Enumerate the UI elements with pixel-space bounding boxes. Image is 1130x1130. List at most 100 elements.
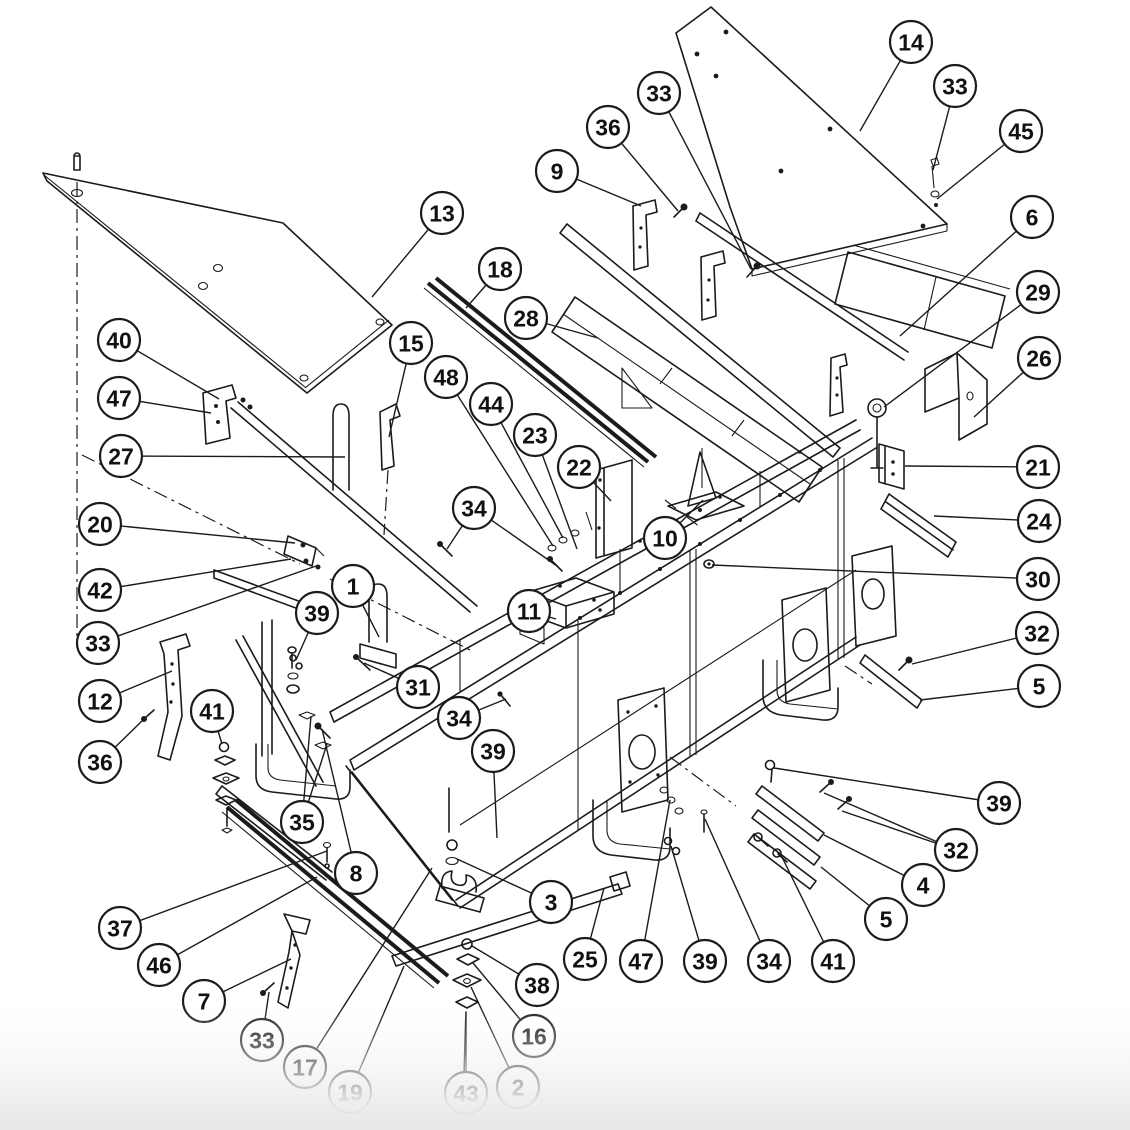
- svg-text:47: 47: [628, 948, 654, 974]
- svg-text:4: 4: [917, 872, 930, 898]
- svg-text:1: 1: [347, 573, 360, 599]
- svg-text:32: 32: [1024, 620, 1050, 646]
- svg-text:33: 33: [646, 80, 672, 106]
- bottom-fade-overlay: [0, 1005, 1130, 1130]
- svg-text:32: 32: [943, 837, 969, 863]
- svg-text:34: 34: [446, 705, 472, 731]
- svg-text:22: 22: [566, 454, 592, 480]
- callout-balloon-45: 45: [998, 108, 1044, 154]
- leader-lines: [97, 41, 1040, 1093]
- svg-text:5: 5: [880, 906, 893, 932]
- dark-angle-rail-18: [423, 276, 658, 468]
- callout-balloon-42: 42: [77, 567, 123, 613]
- svg-text:15: 15: [398, 330, 424, 356]
- svg-text:47: 47: [106, 385, 132, 411]
- leader-line-34: [704, 818, 770, 962]
- callout-balloon-3: 3: [528, 879, 574, 925]
- callout-balloon-29: 29: [1015, 269, 1061, 315]
- leader-line-48: [445, 376, 554, 547]
- svg-text:42: 42: [87, 577, 113, 603]
- svg-text:46: 46: [146, 952, 172, 978]
- svg-text:45: 45: [1008, 118, 1034, 144]
- svg-text:31: 31: [405, 674, 431, 700]
- hopper-box: [695, 212, 1011, 417]
- callout-balloon-14: 14: [888, 19, 934, 65]
- svg-text:8: 8: [350, 860, 363, 886]
- callout-balloon-24: 24: [1016, 498, 1062, 544]
- svg-text:10: 10: [652, 525, 678, 551]
- callout-balloon-34: 34: [451, 485, 497, 531]
- svg-text:40: 40: [106, 327, 132, 353]
- svg-text:38: 38: [524, 972, 550, 998]
- svg-text:28: 28: [513, 305, 539, 331]
- leader-line-27: [120, 455, 346, 458]
- callout-balloon-5: 5: [1016, 663, 1062, 709]
- leader-line-21: [904, 465, 1039, 468]
- svg-text:34: 34: [756, 948, 782, 974]
- callout-balloon-22: 22: [556, 444, 602, 490]
- callout-balloon-34: 34: [746, 938, 792, 984]
- leader-line-8: [321, 728, 357, 874]
- svg-text:34: 34: [461, 495, 487, 521]
- leader-line-20: [99, 523, 296, 544]
- svg-text:12: 12: [87, 688, 113, 714]
- svg-text:21: 21: [1025, 454, 1051, 480]
- callout-balloon-1: 1: [330, 563, 376, 609]
- svg-text:39: 39: [480, 738, 506, 764]
- svg-text:6: 6: [1026, 204, 1039, 230]
- callout-balloon-10: 10: [642, 515, 688, 561]
- svg-text:36: 36: [87, 749, 113, 775]
- callout-balloon-39: 39: [470, 728, 516, 774]
- callout-balloon-31: 31: [395, 664, 441, 710]
- svg-text:39: 39: [692, 948, 718, 974]
- callout-balloon-12: 12: [77, 678, 123, 724]
- svg-text:29: 29: [1025, 279, 1051, 305]
- svg-text:36: 36: [595, 114, 621, 140]
- callout-balloon-34: 34: [436, 695, 482, 741]
- callout-balloon-44: 44: [468, 381, 514, 427]
- callout-balloon-30: 30: [1015, 556, 1061, 602]
- svg-text:30: 30: [1025, 566, 1051, 592]
- callout-balloon-5: 5: [863, 896, 909, 942]
- callout-balloon-39: 39: [294, 590, 340, 636]
- svg-text:3: 3: [545, 889, 558, 915]
- callout-balloon-47: 47: [618, 938, 664, 984]
- callout-balloon-21: 21: [1015, 444, 1061, 490]
- leader-line-39: [773, 767, 1000, 804]
- callout-balloon-37: 37: [97, 905, 143, 951]
- leader-line-33: [658, 92, 752, 270]
- svg-text:23: 23: [522, 422, 548, 448]
- svg-text:25: 25: [572, 946, 598, 972]
- callout-balloon-26: 26: [1016, 335, 1062, 381]
- svg-text:39: 39: [304, 600, 330, 626]
- callout-balloon-39: 39: [976, 780, 1022, 826]
- callout-balloon-9: 9: [534, 148, 580, 194]
- callout-balloon-25: 25: [562, 936, 608, 982]
- svg-text:41: 41: [199, 698, 225, 724]
- callout-balloon-36: 36: [77, 739, 123, 785]
- svg-text:33: 33: [85, 630, 111, 656]
- leader-line-47: [640, 799, 671, 962]
- right-side-parts: [859, 352, 988, 709]
- callout-balloon-8: 8: [333, 850, 379, 896]
- left-arm-assembly: [202, 384, 478, 613]
- callout-balloon-33: 33: [932, 63, 978, 109]
- svg-text:9: 9: [551, 158, 564, 184]
- svg-text:13: 13: [429, 200, 455, 226]
- callout-balloon-15: 15: [388, 320, 434, 366]
- callout-balloon-27: 27: [98, 433, 144, 479]
- callout-balloon-41: 41: [810, 938, 856, 984]
- callout-balloon-32: 32: [933, 827, 979, 873]
- callout-balloon-46: 46: [136, 942, 182, 988]
- leader-line-6: [899, 216, 1033, 337]
- svg-text:48: 48: [433, 364, 459, 390]
- wall-panel-assembly: [551, 199, 887, 503]
- bracket-12: [141, 633, 191, 761]
- svg-text:44: 44: [478, 391, 504, 417]
- svg-text:24: 24: [1026, 508, 1052, 534]
- callout-balloon-36: 36: [585, 104, 631, 150]
- callout-balloon-35: 35: [279, 799, 325, 845]
